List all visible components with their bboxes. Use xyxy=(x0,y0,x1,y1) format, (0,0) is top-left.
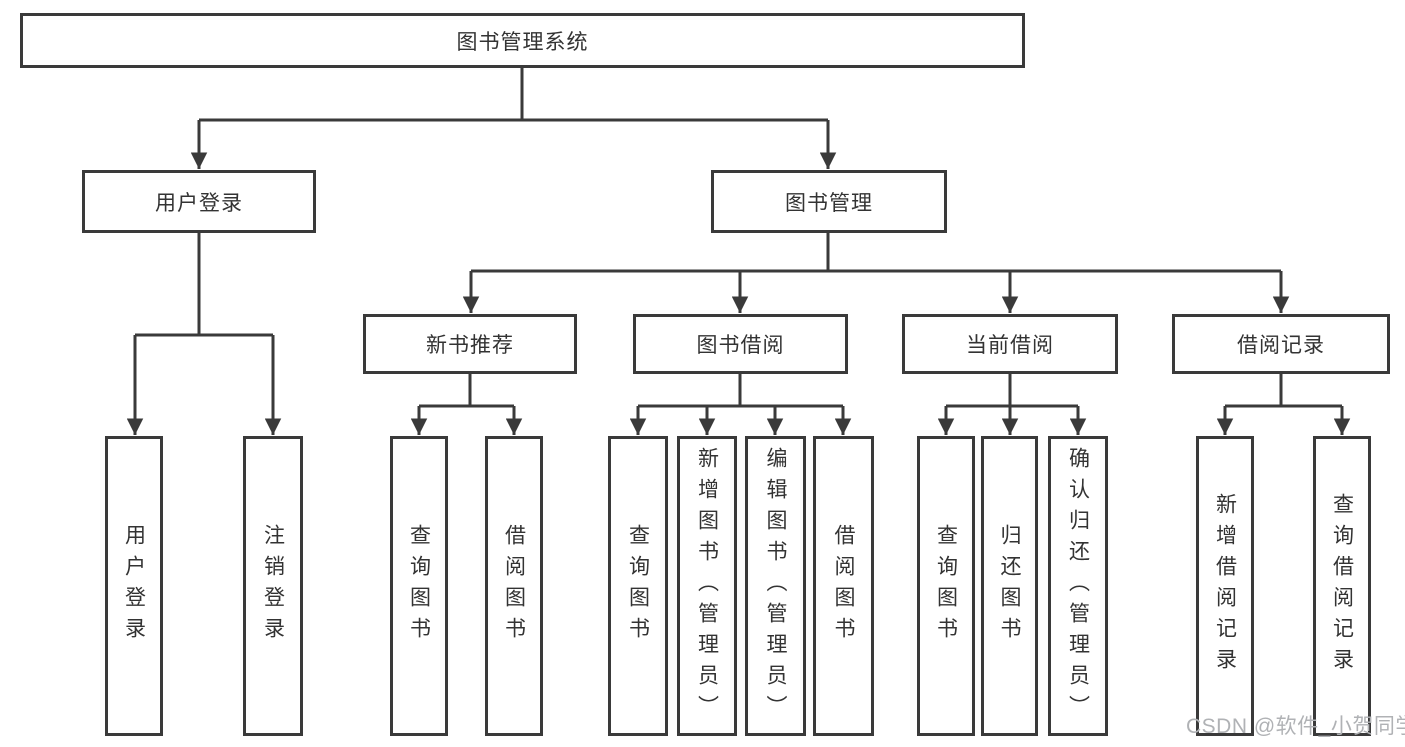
node-label: 新增借阅记录 xyxy=(1213,493,1237,679)
node-label: 用户登录 xyxy=(122,524,146,648)
csdn-watermark: CSDN @软件_小贺同学 xyxy=(1186,715,1405,738)
leaf-edit-books-admin: 编辑图书（管理员） xyxy=(745,436,806,736)
leaf-query-borrow-records: 查询借阅记录 xyxy=(1313,436,1371,736)
node-label: 新增图书（管理员） xyxy=(695,446,719,726)
node-label: 注销登录 xyxy=(261,524,285,648)
node-book-borrowing: 图书借阅 xyxy=(633,314,848,374)
node-label: 当前借阅 xyxy=(966,334,1054,357)
node-label: 借阅记录 xyxy=(1237,334,1325,357)
node-new-book-recommendation: 新书推荐 xyxy=(363,314,577,374)
node-label: 图书管理 xyxy=(785,191,873,215)
leaf-query-books-current: 查询图书 xyxy=(917,436,975,736)
leaf-borrow-books-recommend: 借阅图书 xyxy=(485,436,543,736)
node-borrowing-records: 借阅记录 xyxy=(1172,314,1390,374)
node-label: 归还图书 xyxy=(998,524,1022,648)
node-label: 查询图书 xyxy=(407,524,431,648)
leaf-add-borrow-record: 新增借阅记录 xyxy=(1196,436,1254,736)
node-current-borrowing: 当前借阅 xyxy=(902,314,1118,374)
leaf-user-login: 用户登录 xyxy=(105,436,163,736)
leaf-add-books-admin: 新增图书（管理员） xyxy=(677,436,737,736)
node-label: 查询图书 xyxy=(934,524,958,648)
node-label: 编辑图书（管理员） xyxy=(764,446,788,726)
node-label: 图书管理系统 xyxy=(456,30,589,54)
node-book-management: 图书管理 xyxy=(711,170,947,233)
node-library-management-system: 图书管理系统 xyxy=(20,13,1025,68)
node-label: 借阅图书 xyxy=(502,524,526,648)
node-label: 确认归还（管理员） xyxy=(1066,446,1090,726)
leaf-confirm-return-admin: 确认归还（管理员） xyxy=(1048,436,1108,736)
leaf-logout: 注销登录 xyxy=(243,436,303,736)
node-label: 用户登录 xyxy=(155,191,243,215)
node-label: 新书推荐 xyxy=(426,334,514,357)
node-user-login: 用户登录 xyxy=(82,170,316,233)
node-label: 查询借阅记录 xyxy=(1330,493,1354,679)
node-label: 借阅图书 xyxy=(832,524,856,648)
node-label: 查询图书 xyxy=(626,524,650,648)
leaf-query-books-recommend: 查询图书 xyxy=(390,436,448,736)
leaf-return-books: 归还图书 xyxy=(981,436,1038,736)
leaf-query-books-borrowing: 查询图书 xyxy=(608,436,668,736)
node-label: 图书借阅 xyxy=(696,334,785,357)
leaf-borrow-books: 借阅图书 xyxy=(813,436,874,736)
